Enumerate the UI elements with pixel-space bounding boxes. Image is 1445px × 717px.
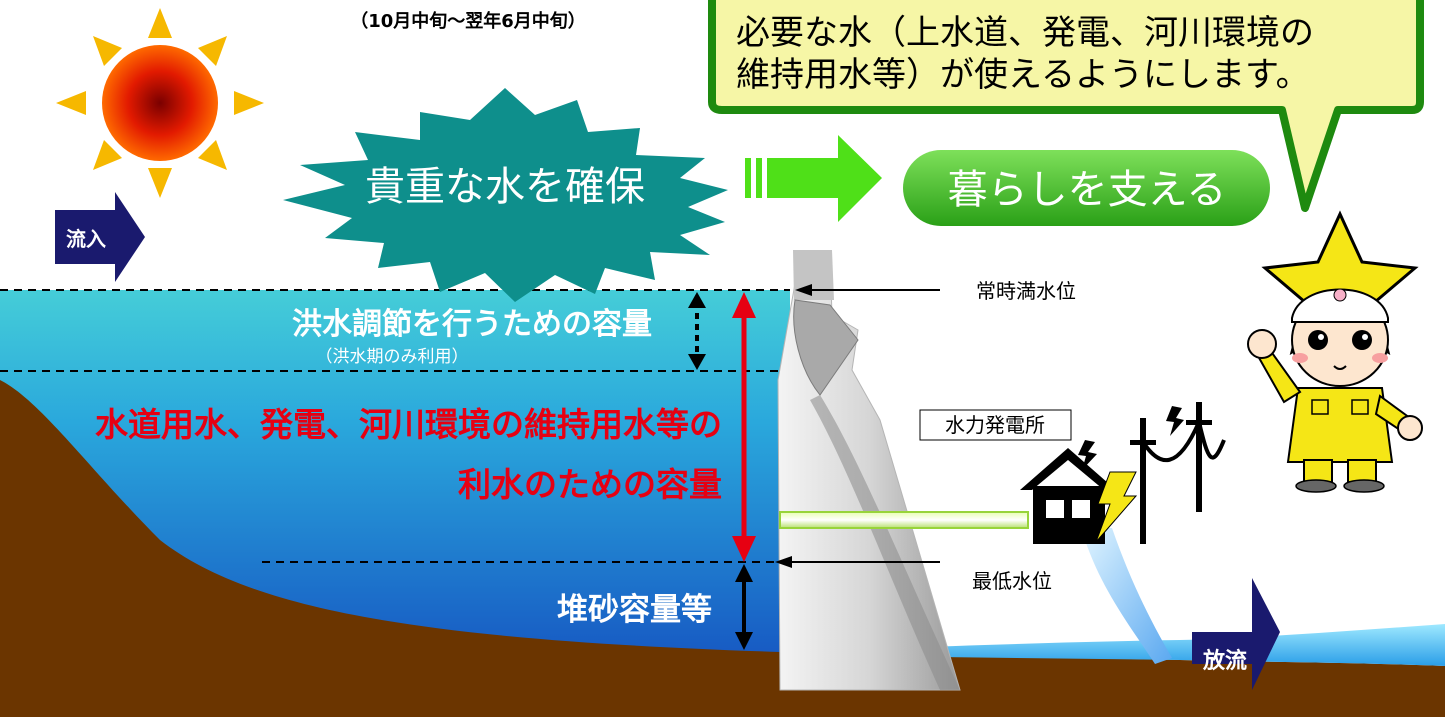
speech-line-2: 維持用水等）が使えるようにします。 bbox=[736, 55, 1310, 95]
utility-capacity-line-2: 利水のための容量 bbox=[458, 465, 722, 504]
green-arrow bbox=[745, 135, 882, 222]
sediment-capacity-label: 堆砂容量等 bbox=[557, 592, 712, 628]
mascot-character bbox=[1247, 210, 1423, 493]
power-station-label: 水力発電所 bbox=[945, 413, 1045, 437]
dam-shadow bbox=[810, 395, 960, 690]
secure-water-label: 貴重な水を確保 bbox=[365, 164, 645, 210]
sun-icon bbox=[56, 8, 264, 198]
speech-bubble bbox=[708, 0, 1424, 212]
inflow-arrow bbox=[55, 192, 145, 282]
dam-spillway-gate bbox=[793, 299, 859, 396]
min-level-label: 最低水位 bbox=[972, 569, 1052, 593]
outflow-arrow bbox=[1192, 578, 1280, 690]
flood-capacity-arrow bbox=[688, 292, 706, 370]
secure-water-burst bbox=[283, 88, 728, 302]
power-station-box bbox=[919, 409, 1072, 441]
support-life-pill bbox=[903, 150, 1270, 226]
full-level-pointer-head bbox=[795, 284, 812, 296]
intake-pipe bbox=[779, 511, 1029, 529]
period-label: （10月中旬～翌年6月中旬） bbox=[350, 10, 586, 32]
flood-capacity-note: （洪水期のみ利用） bbox=[316, 347, 469, 367]
dam-crest bbox=[793, 250, 834, 300]
inflow-label: 流入 bbox=[66, 227, 106, 251]
discharge-water bbox=[1085, 528, 1172, 664]
normal-full-level-label: 常時満水位 bbox=[976, 279, 1076, 303]
support-life-label: 暮らしを支える bbox=[948, 167, 1227, 213]
flood-capacity-title: 洪水調節を行うための容量 bbox=[292, 307, 652, 342]
outflow-label: 放流 bbox=[1202, 648, 1247, 674]
ground bbox=[0, 380, 1445, 717]
transmission-tower-icon bbox=[1130, 402, 1226, 544]
sediment-capacity-arrow bbox=[735, 564, 753, 650]
min-level-pointer-head bbox=[775, 556, 792, 568]
speech-line-1: 必要な水（上水道、発電、河川環境の bbox=[736, 13, 1314, 53]
utility-capacity-line-1: 水道用水、発電、河川環境の維持用水等の bbox=[95, 405, 722, 444]
power-station-house-icon bbox=[1020, 448, 1116, 544]
lightning-icon bbox=[1078, 406, 1184, 543]
utility-capacity-arrow bbox=[732, 292, 756, 562]
